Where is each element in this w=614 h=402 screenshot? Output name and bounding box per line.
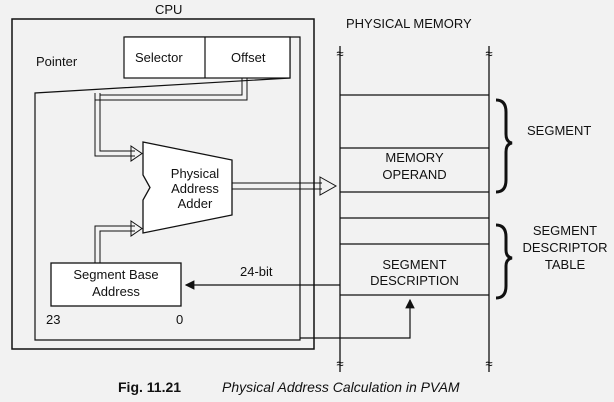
svg-text:≈: ≈: [336, 356, 343, 371]
segment-brace: [495, 98, 513, 194]
bit-high-label: 23: [46, 312, 61, 327]
physical-memory-title: PHYSICAL MEMORY: [346, 16, 472, 31]
svg-text:≈: ≈: [485, 356, 492, 371]
segment-base-address-box: [50, 262, 182, 307]
svg-text:≈: ≈: [336, 46, 343, 61]
adder-label-2: Address: [171, 181, 219, 196]
cpu-title: CPU: [155, 2, 183, 17]
segment-description-label-1: SEGMENT: [382, 257, 447, 272]
pointer-label: Pointer: [36, 54, 78, 69]
bit-low-label: 0: [176, 312, 184, 327]
selector-label: Selector: [135, 50, 183, 65]
descriptor-table-brace: [495, 223, 513, 300]
physical-address-adder-shape: [142, 141, 233, 234]
cpu-box: [11, 18, 315, 350]
segment-base-label-2: Address: [92, 284, 140, 299]
descriptor-table-label-1: SEGMENT: [532, 223, 598, 238]
adder-label-3: Adder: [177, 196, 213, 211]
descriptor-table-label-3: TABLE: [544, 257, 586, 272]
figure-number: Fig. 11.21: [118, 379, 182, 395]
descriptor-table-label-2: DESCRIPTOR: [522, 240, 608, 255]
adder-label-1: Physical: [170, 166, 220, 181]
svg-text:≈: ≈: [485, 46, 492, 61]
memory-operand-label-2: OPERAND: [382, 167, 447, 182]
segment-base-label-1: Segment Base: [73, 267, 159, 282]
figure-caption: Physical Address Calculation in PVAM: [222, 379, 460, 395]
segment-brace-label: SEGMENT: [527, 123, 592, 138]
offset-label: Offset: [231, 50, 266, 65]
bus-width-label: 24-bit: [240, 264, 273, 279]
segment-description-label-2: DESCRIPTION: [370, 273, 459, 288]
memory-operand-label-1: MEMORY: [385, 150, 444, 165]
